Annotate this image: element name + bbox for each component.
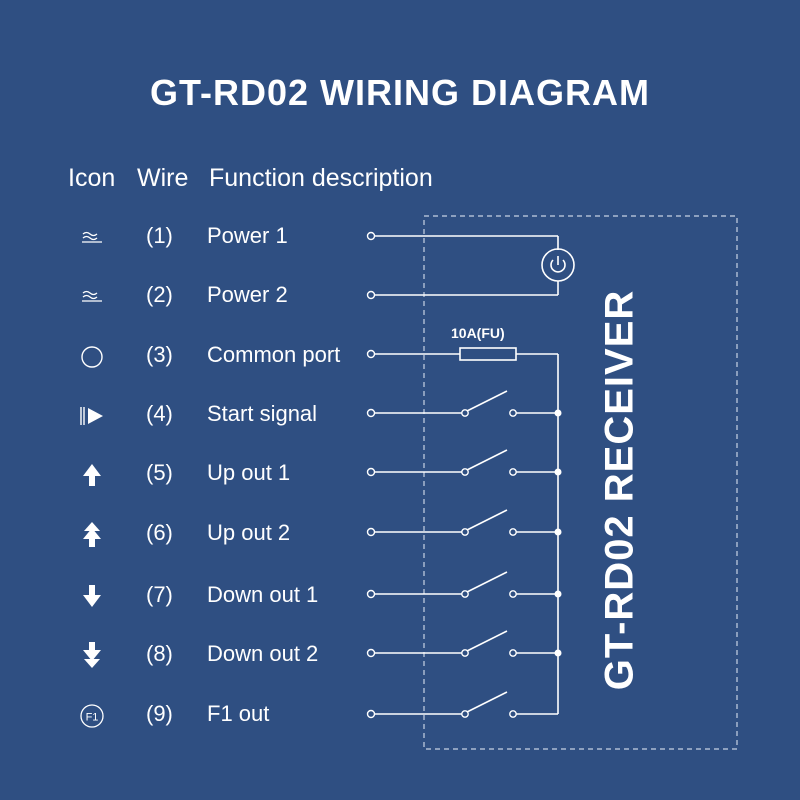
receiver-label: GT-RD02 RECEIVER bbox=[597, 289, 642, 691]
function-label: Down out 2 bbox=[207, 641, 319, 666]
row-wire-2: (2) Power 2 bbox=[0, 275, 360, 315]
relay-switch-4 bbox=[366, 390, 562, 418]
fuse-label: 10A(FU) bbox=[451, 325, 505, 341]
relay-switch-6 bbox=[366, 509, 562, 537]
wire-number: (5) bbox=[146, 460, 173, 485]
wire-number: (9) bbox=[146, 701, 173, 726]
function-label: Power 1 bbox=[207, 223, 288, 248]
function-label: Common port bbox=[207, 342, 341, 367]
arrow-up-icon bbox=[83, 464, 101, 486]
arrow-down-icon bbox=[83, 585, 101, 607]
header-function: Function description bbox=[209, 164, 433, 192]
receiver-box bbox=[423, 215, 738, 750]
double-arrow-down-icon bbox=[83, 642, 101, 668]
relay-switches bbox=[366, 390, 562, 719]
relay-switch-7 bbox=[366, 571, 562, 599]
function-label: F1 out bbox=[207, 701, 270, 726]
row-wire-9: F1 (9) F1 out bbox=[0, 694, 360, 734]
row-wire-1: (1) Power 1 bbox=[0, 216, 360, 256]
f1-icon-text: F1 bbox=[86, 712, 99, 724]
wire-number: (1) bbox=[146, 223, 173, 248]
wire-number: (3) bbox=[146, 342, 173, 367]
wire-number: (2) bbox=[146, 282, 173, 307]
diagram-title: GT-RD02 WIRING DIAGRAM bbox=[149, 72, 650, 113]
relay-switch-5 bbox=[366, 449, 562, 477]
wire-number: (8) bbox=[146, 641, 173, 666]
terminals bbox=[366, 231, 376, 359]
f1-circle-icon: F1 bbox=[80, 704, 104, 728]
relay-switch-8 bbox=[366, 630, 562, 658]
wire-number: (7) bbox=[146, 582, 173, 607]
row-wire-6: (6) Up out 2 bbox=[0, 513, 360, 553]
double-arrow-up-icon bbox=[83, 522, 101, 547]
row-wire-4: (4) Start signal bbox=[0, 394, 360, 434]
power-supply-icon bbox=[541, 248, 575, 282]
row-wire-5: (5) Up out 1 bbox=[0, 453, 360, 493]
row-wire-7: (7) Down out 1 bbox=[0, 575, 360, 615]
row-wire-3: (3) Common port bbox=[0, 335, 360, 375]
function-label: Up out 2 bbox=[207, 520, 291, 545]
function-label: Up out 1 bbox=[207, 460, 291, 485]
row-wire-8: (8) Down out 2 bbox=[0, 634, 360, 674]
circle-icon bbox=[81, 346, 103, 368]
terminal-3 bbox=[366, 349, 376, 359]
relay-switch-9 bbox=[366, 691, 558, 719]
start-play-icon bbox=[80, 407, 103, 425]
terminal-2 bbox=[366, 290, 376, 300]
terminal-1 bbox=[366, 231, 376, 241]
fuse-symbol bbox=[459, 347, 517, 361]
wire-number: (6) bbox=[146, 520, 173, 545]
wire-number: (4) bbox=[146, 401, 173, 426]
header-icon: Icon bbox=[68, 164, 116, 192]
function-label: Power 2 bbox=[207, 282, 288, 307]
power-ac-icon bbox=[82, 231, 102, 243]
function-label: Down out 1 bbox=[207, 582, 319, 607]
function-label: Start signal bbox=[207, 401, 318, 426]
power-ac-icon bbox=[82, 290, 102, 302]
header-wire: Wire bbox=[137, 164, 189, 192]
